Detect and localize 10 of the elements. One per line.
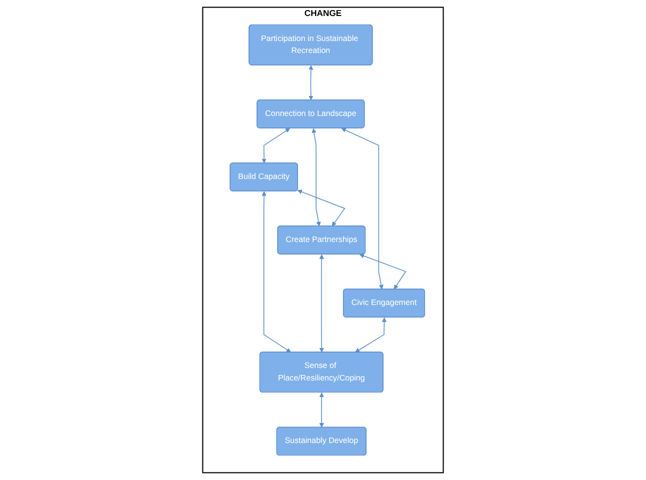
arrow [297, 190, 346, 226]
arrow [319, 392, 324, 428]
arrow [262, 191, 292, 352]
arrow [319, 254, 324, 352]
arrow [355, 317, 387, 352]
arrow [312, 128, 321, 226]
arrow [308, 65, 314, 100]
arrow [341, 128, 384, 290]
arrow [262, 128, 290, 164]
arrow [359, 254, 406, 290]
